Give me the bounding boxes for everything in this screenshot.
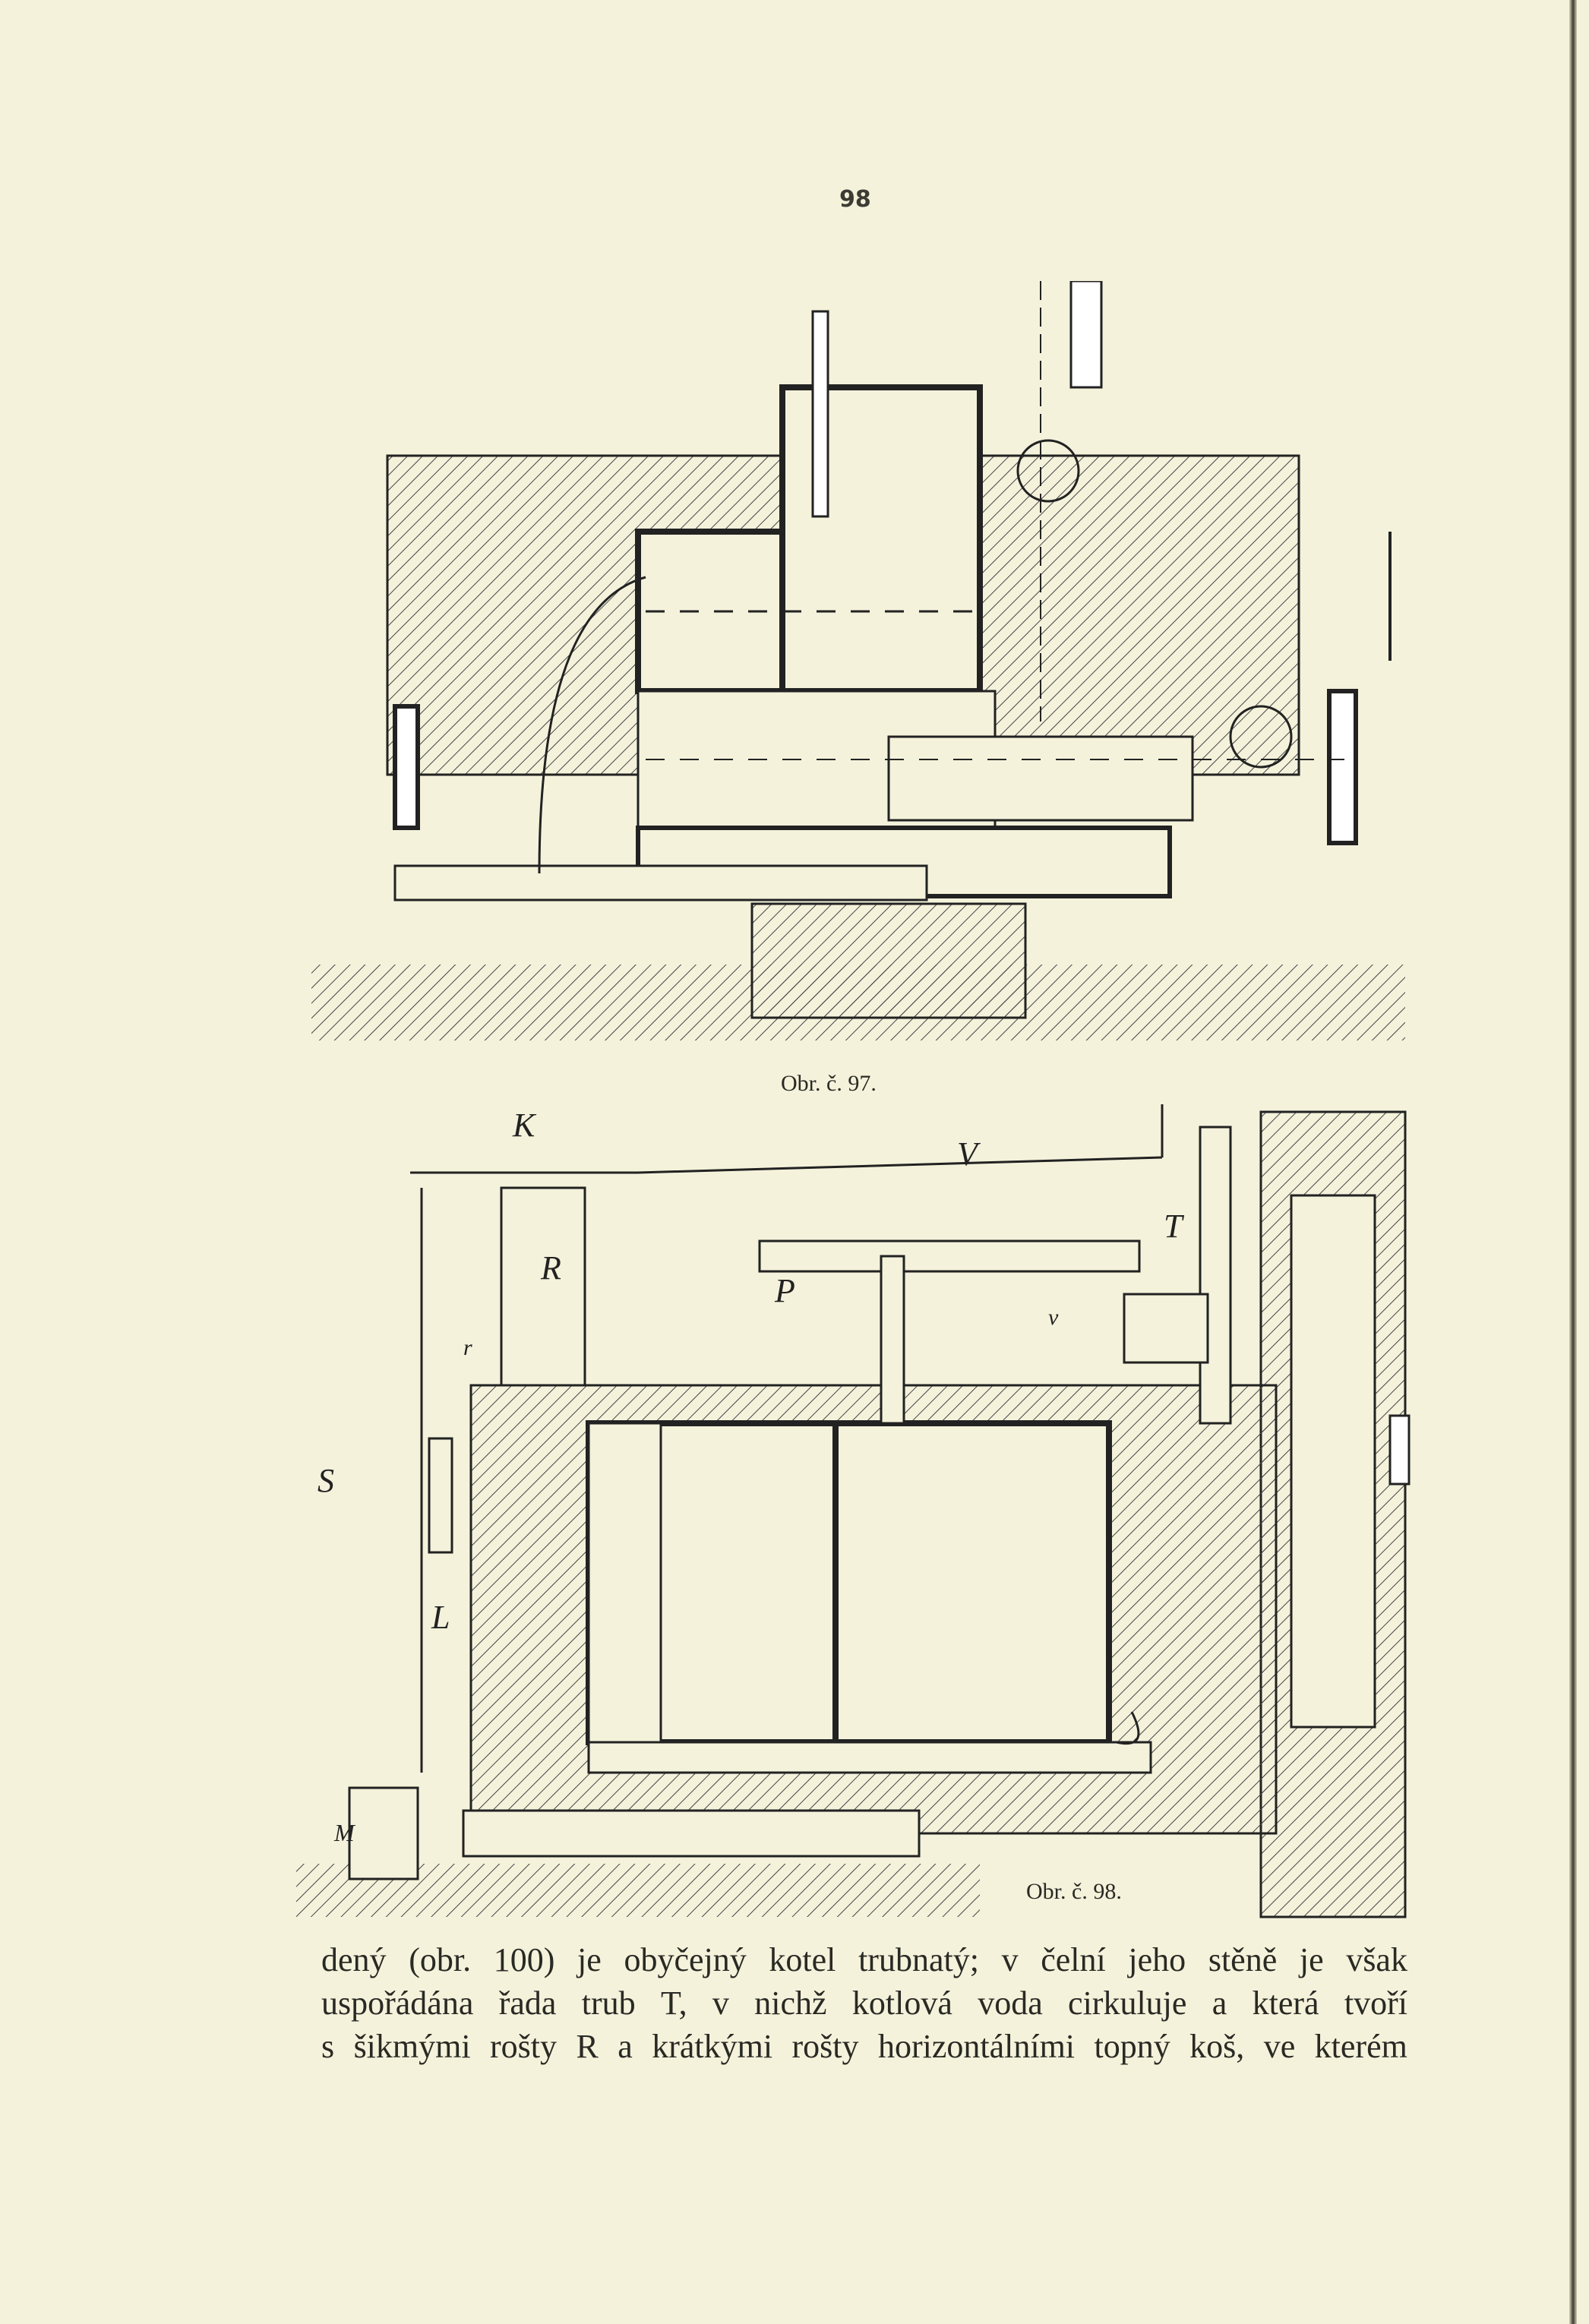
figure-98-drawing: K V R P T r v S L M (296, 1104, 1411, 1918)
label-S: S (317, 1462, 334, 1499)
label-R: R (540, 1249, 561, 1287)
figure-97-drawing (311, 281, 1405, 1040)
label-M: M (333, 1819, 356, 1846)
label-V: V (957, 1135, 981, 1173)
label-v: v (1048, 1305, 1059, 1330)
label-L: L (431, 1599, 450, 1636)
page-number: 98 (839, 186, 871, 213)
label-T: T (1164, 1208, 1185, 1245)
figure-98-caption: Obr. č. 98. (1022, 1879, 1126, 1905)
label-K: K (512, 1107, 537, 1144)
label-r: r (463, 1335, 472, 1360)
page-edge (1569, 0, 1577, 2324)
figure-97-caption: Obr. č. 97. (781, 1071, 877, 1096)
label-P: P (774, 1272, 795, 1309)
